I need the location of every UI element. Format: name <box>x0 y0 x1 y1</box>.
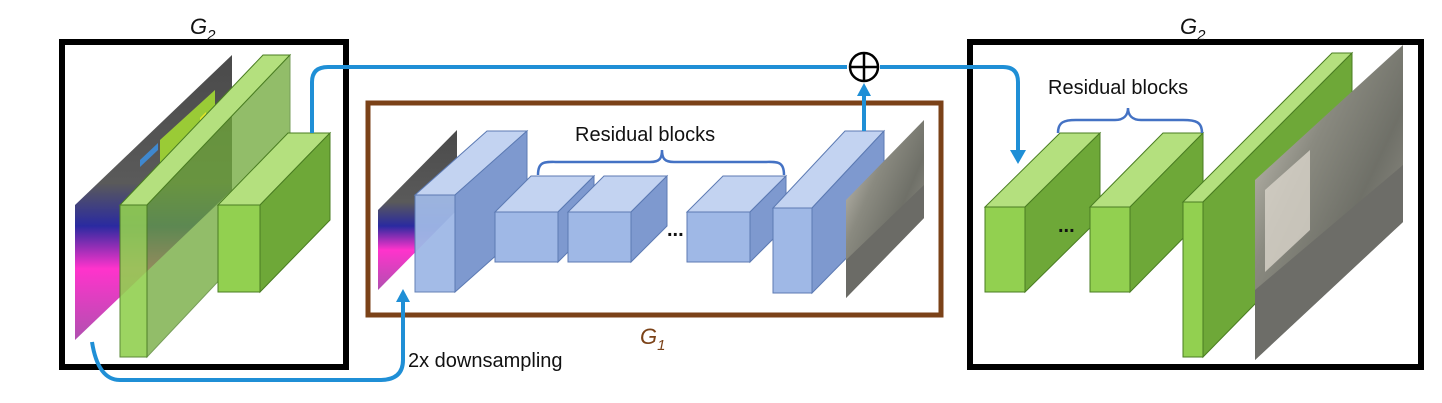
g1-residual-block-2-front <box>567 211 632 263</box>
g1-residual-block-1-front <box>494 211 559 263</box>
g1-frame <box>365 100 944 318</box>
g1-to-sum-arrowhead <box>857 83 871 96</box>
segmentation-region-sky <box>140 143 158 167</box>
g2-right-ellipsis: ... <box>1058 215 1075 237</box>
g2-right-residual-block-2-front <box>1089 206 1131 293</box>
downsampling-arrowhead <box>396 289 410 302</box>
g1-block-1-front <box>414 194 456 293</box>
g2-right-block-3-front <box>1182 201 1204 358</box>
g2-right-residual-block-1-front <box>984 206 1026 293</box>
g2-output-photo-buildings <box>1265 150 1310 272</box>
g2-left-label: G2 <box>190 14 216 44</box>
g1-block-5-front <box>772 207 813 294</box>
downsampling-arrow <box>90 302 405 382</box>
skip-connection-arrow <box>310 65 847 133</box>
g1-ellipsis: ... <box>667 219 684 241</box>
g2-right-residual-brace <box>1056 107 1204 134</box>
g2-right-frame <box>967 39 1424 370</box>
g1-label: G1 <box>640 324 665 354</box>
g1-output-photo-road <box>846 185 924 298</box>
sum-to-g2-arrowhead <box>1010 150 1026 164</box>
g2-left-frame <box>59 39 349 370</box>
g1-residual-brace <box>536 149 786 176</box>
downsampling-label: 2x downsampling <box>408 350 563 372</box>
g2-left-block-2-front <box>217 204 261 293</box>
g2-left-block-1-front <box>119 204 148 358</box>
g2-right-label: G2 <box>1180 14 1206 44</box>
g1-residual-block-3-front <box>686 211 751 263</box>
g2-output-photo-road <box>1255 165 1403 360</box>
sum-to-g2-arrow <box>880 65 1020 150</box>
g1-residual-blocks-label: Residual blocks <box>575 124 715 146</box>
g2-right-residual-blocks-label: Residual blocks <box>1048 77 1188 99</box>
